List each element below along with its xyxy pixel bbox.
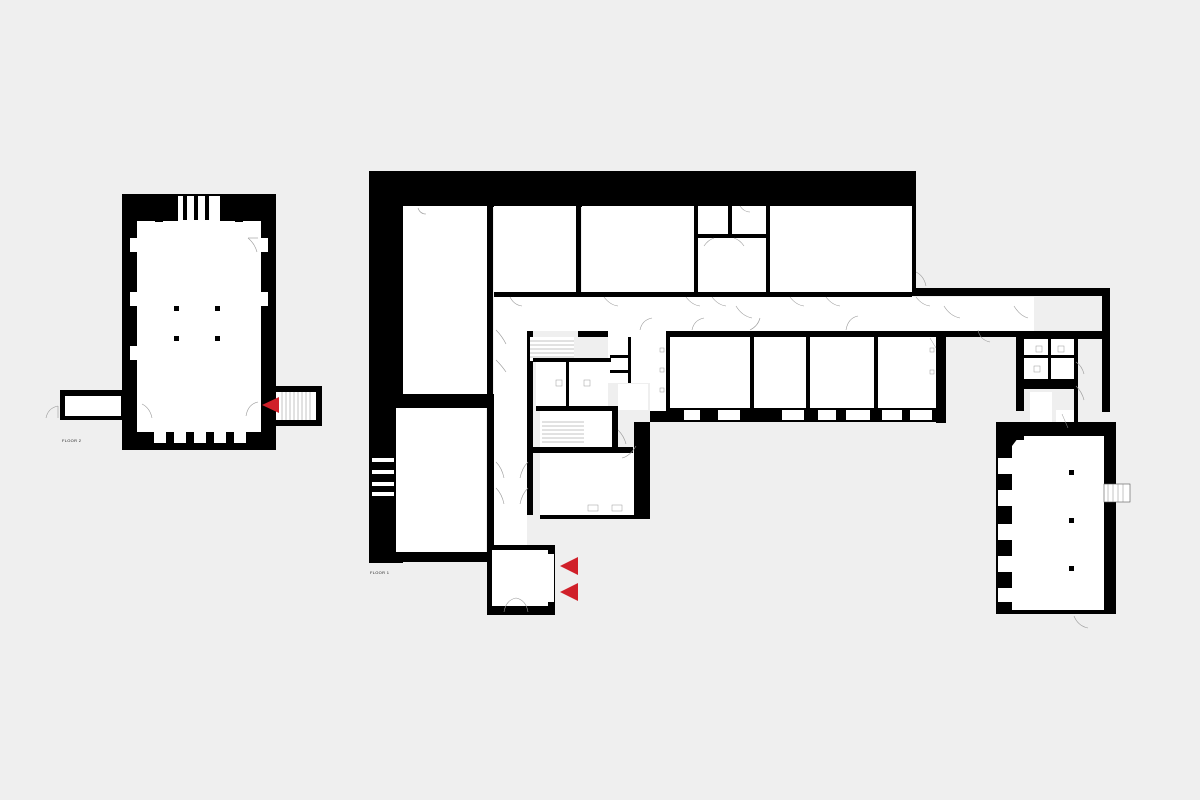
- column: [1069, 470, 1074, 475]
- floor-1-north-wall: [369, 171, 915, 207]
- entrance-arrow-icon: [560, 583, 578, 601]
- column: [1069, 518, 1074, 523]
- room-west-lower: [396, 408, 486, 552]
- entrance-vestibule: [492, 550, 548, 606]
- entrance-arrow-icon: [262, 397, 279, 413]
- room-north-1: [494, 206, 576, 296]
- floor-1-plan: FLOOR 1: [369, 171, 1131, 629]
- room-south-1: [670, 337, 750, 411]
- room-south-2: [754, 337, 806, 411]
- kitchen: [540, 453, 634, 515]
- column: [215, 306, 220, 311]
- corridor: [494, 297, 1034, 331]
- floor-2-label: FLOOR 2: [62, 438, 82, 443]
- floor-2-plan: FLOOR 2: [45, 194, 322, 450]
- column: [215, 336, 220, 341]
- room-west-upper: [403, 206, 487, 394]
- corridor-south: [494, 331, 527, 545]
- stair: [540, 411, 612, 447]
- restroom: [536, 362, 608, 406]
- stair: [276, 392, 316, 420]
- entrance-arrow-icon: [560, 557, 578, 575]
- floor-1-label: FLOOR 1: [370, 570, 390, 575]
- room-south-3: [810, 337, 874, 411]
- column: [174, 336, 179, 341]
- east-hall: [1012, 440, 1104, 610]
- floor-2-main-hall: [137, 221, 261, 432]
- column: [1069, 566, 1074, 571]
- door-swings: [417, 205, 1085, 505]
- fixtures: [555, 337, 1069, 512]
- column: [174, 306, 179, 311]
- room-north-2: [582, 206, 694, 296]
- room-north-4: [770, 206, 912, 292]
- room-south-4: [878, 337, 936, 411]
